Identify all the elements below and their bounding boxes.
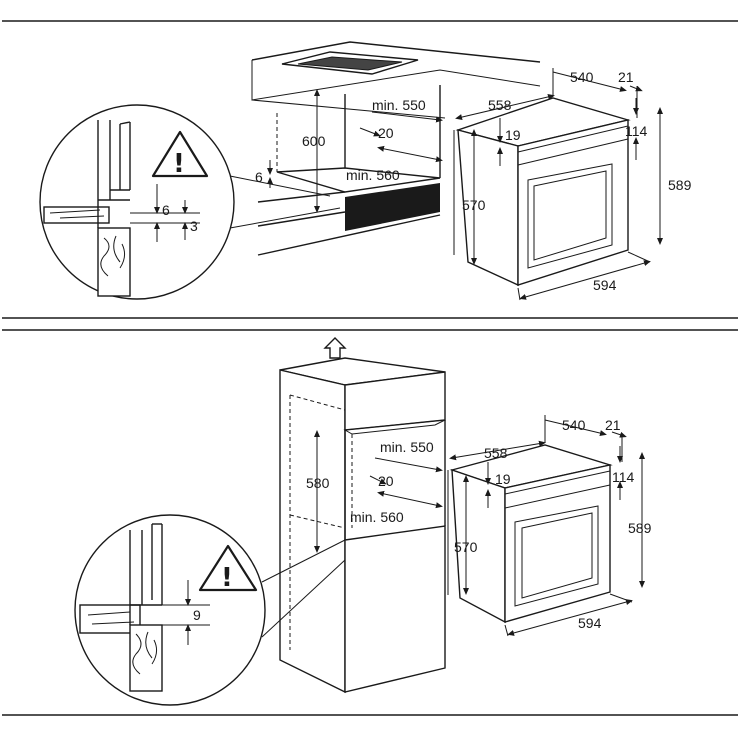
dim-540: 540 xyxy=(570,69,594,85)
detail-circle-bottom xyxy=(74,514,346,706)
detail-circle-top xyxy=(39,104,341,300)
svg-text:!: ! xyxy=(221,563,233,593)
dim-558: 558 xyxy=(488,97,512,113)
svg-text:!: ! xyxy=(173,149,185,179)
dim-21-bottom: 21 xyxy=(605,417,621,433)
dim-21: 21 xyxy=(618,69,634,85)
dim-114: 114 xyxy=(625,123,648,139)
dim-594-bottom: 594 xyxy=(578,615,602,631)
top-panel-frame xyxy=(2,20,738,319)
dim-594: 594 xyxy=(593,277,617,293)
dim-114-bottom: 114 xyxy=(612,469,635,485)
dim-min-550: min. 550 xyxy=(372,97,426,113)
oven-bottom xyxy=(449,444,613,624)
dim-540-bottom: 540 xyxy=(562,417,586,433)
dim-min-560: min. 560 xyxy=(346,167,400,183)
oven-top xyxy=(455,97,631,287)
oven-bottom-dimensions xyxy=(447,415,645,637)
tall-cabinet-dimensions xyxy=(314,430,443,553)
dim-558-bottom: 558 xyxy=(484,445,508,461)
warning-triangle-icon: ! xyxy=(151,130,209,179)
detail-dim-9: 9 xyxy=(193,607,201,623)
oven-top-dimensions xyxy=(453,68,663,301)
dim-589: 589 xyxy=(668,177,692,193)
dim-6-niche: 6 xyxy=(255,169,263,185)
warning-triangle-icon: ! xyxy=(198,544,258,593)
dim-min-560-bottom: min. 560 xyxy=(350,509,404,525)
tall-cabinet xyxy=(279,357,446,694)
niche-dimensions xyxy=(267,89,443,213)
dim-589-bottom: 589 xyxy=(628,520,652,536)
dim-580: 580 xyxy=(306,475,330,491)
worktop xyxy=(251,41,541,119)
detail-dim-3: 3 xyxy=(190,218,198,234)
dim-20: 20 xyxy=(378,125,394,141)
dim-570: 570 xyxy=(462,197,486,213)
detail-dim-6: 6 xyxy=(162,202,170,218)
dim-19: 19 xyxy=(505,127,521,143)
dim-570-bottom: 570 xyxy=(454,539,478,555)
dim-19-bottom: 19 xyxy=(495,471,511,487)
up-arrow-icon xyxy=(323,337,347,359)
dim-600: 600 xyxy=(302,133,326,149)
bottom-panel-frame xyxy=(2,329,738,716)
dim-min-550-bottom: min. 550 xyxy=(380,439,434,455)
dim-20-bottom: 20 xyxy=(378,473,394,489)
